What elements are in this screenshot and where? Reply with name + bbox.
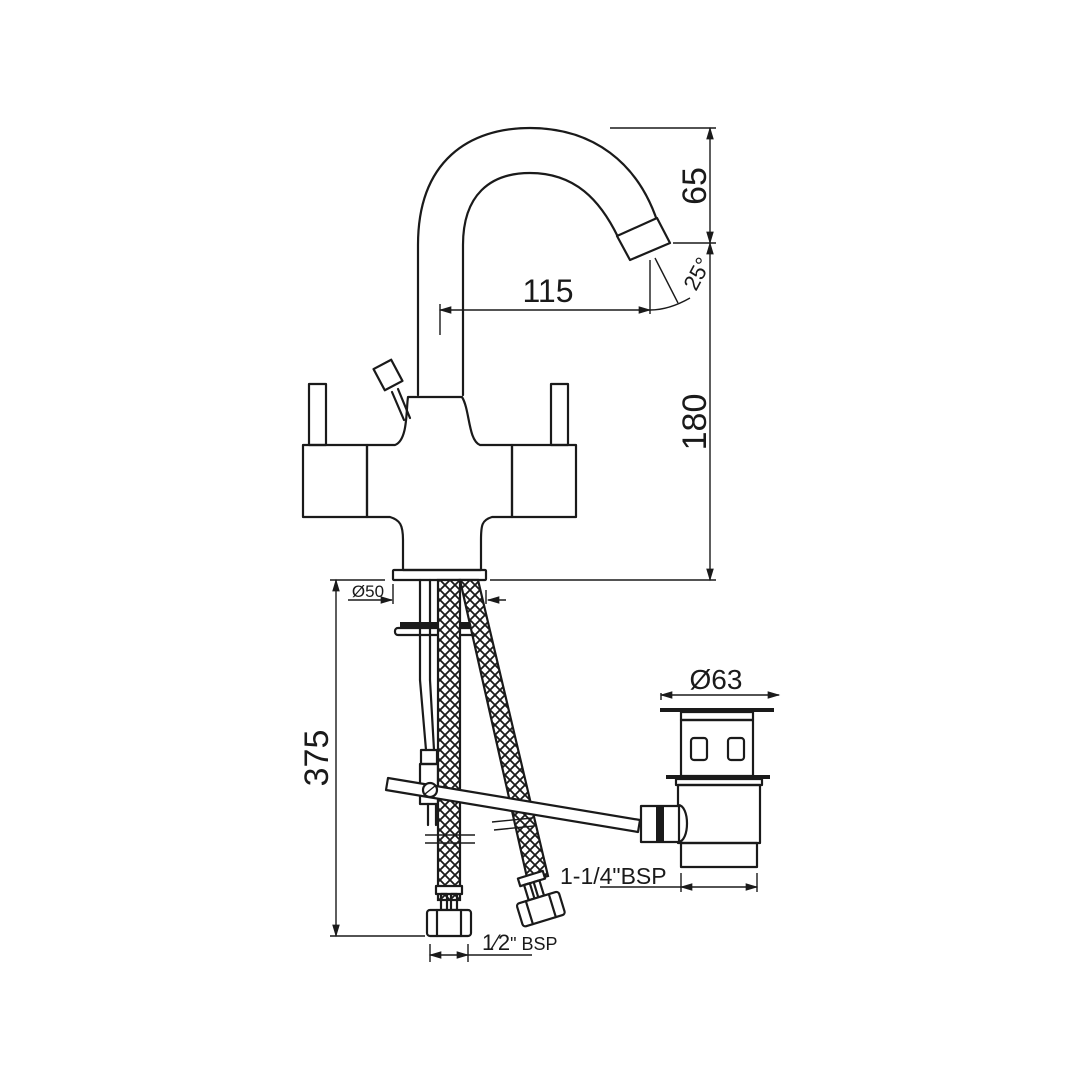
hose-thread-fraction: 1⁄2 <box>482 930 510 955</box>
dimension-d63: Ø63 <box>659 664 781 700</box>
dimension-180: 180 <box>490 241 716 582</box>
dimension-hose-thread-label: 1⁄2" BSP <box>482 930 558 955</box>
dimension-25-deg: 25° <box>649 253 716 311</box>
dimension-waste-thread-label: 1-1/4"BSP <box>560 863 667 889</box>
right-handle <box>510 382 578 519</box>
base-plate <box>391 568 488 582</box>
hose-thread-suffix: " BSP <box>510 934 557 954</box>
pop-up-linkage-rod <box>384 776 642 834</box>
dimension-d50: Ø50 <box>348 582 506 604</box>
pop-up-waste <box>639 708 774 869</box>
left-handle <box>301 382 369 519</box>
dimension-180-label: 180 <box>676 394 714 451</box>
dimension-115-label: 115 <box>522 273 573 309</box>
dimension-115: 115 <box>438 260 652 335</box>
mixer-body <box>365 395 514 572</box>
dimension-d50-label: Ø50 <box>352 582 384 601</box>
dimension-waste-thread: 1-1/4"BSP <box>560 863 759 892</box>
dimension-375: 375 <box>298 578 425 938</box>
spout <box>416 126 672 397</box>
dimension-hose-thread: 1⁄2" BSP <box>428 930 558 962</box>
break-lines <box>425 817 535 844</box>
flexible-hose-left <box>425 578 473 938</box>
flexible-hose-right <box>458 578 566 928</box>
pop-up-rod-knob <box>372 358 412 422</box>
dimension-65-label: 65 <box>676 167 714 205</box>
dimension-375-label: 375 <box>298 730 336 787</box>
dimension-65: 65 <box>610 126 716 245</box>
dimension-d63-label: Ø63 <box>690 664 743 695</box>
